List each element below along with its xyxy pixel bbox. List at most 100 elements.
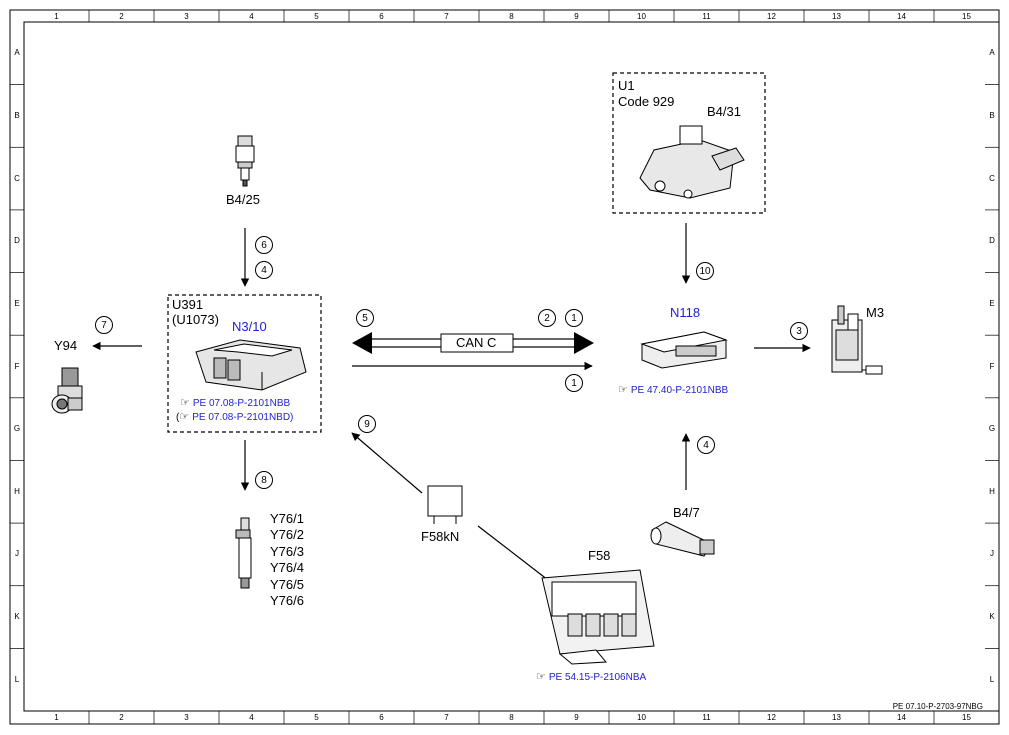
n3-10-label: N3/10 (232, 319, 267, 334)
n3-10-reference-1[interactable]: ☞PE 07.08-P-2101NBB (180, 398, 290, 409)
line-f58kn-to-f58 (477, 525, 549, 581)
drawing-frame (9, 9, 1000, 725)
grid-column-label: 4 (249, 12, 254, 21)
grid-column-label: 11 (702, 12, 711, 21)
connection-lines (92, 223, 811, 581)
grid-column-label: 2 (119, 713, 124, 722)
b4-25-sensor-icon (235, 135, 255, 187)
n3-10-reference-2-text: PE 07.08-P-2101NBD) (192, 412, 294, 423)
b4-7-label: B4/7 (673, 505, 700, 520)
can-c-label: CAN C (456, 335, 497, 350)
signal-4-marker: 4 (697, 436, 715, 454)
signal-4-marker: 4 (255, 261, 273, 279)
grid-column-label: 12 (767, 713, 776, 722)
can-c-bus (352, 332, 594, 354)
f58-reference[interactable]: ☞PE 54.15-P-2106NBA (536, 672, 646, 683)
grid-column-label: 11 (702, 713, 711, 722)
n3-10-reference-1-text: PE 07.08-P-2101NBB (192, 398, 291, 409)
grid-row-label: F (14, 361, 20, 371)
grid-column-label: 5 (314, 713, 319, 722)
grid-column-label: 1 (54, 713, 59, 722)
signal-1-marker: 1 (565, 374, 583, 392)
grid-row-label: C (14, 173, 20, 183)
signal-1-marker: 1 (565, 309, 583, 327)
u391-label: U391 (172, 297, 204, 312)
m3-pump-icon (831, 305, 883, 375)
grid-column-label: 7 (444, 12, 449, 21)
reference-hand-icon: ☞ (536, 671, 546, 683)
y76-label: Y76/4 (270, 560, 304, 575)
grid-row-label: K (14, 612, 20, 622)
grid-row-label: D (989, 236, 995, 246)
grid-column-label: 10 (637, 12, 646, 21)
f58kn-label: F58kN (421, 529, 460, 544)
grid-column-label: 2 (119, 12, 124, 21)
grid-ticks (10, 10, 999, 724)
b4-31-label: B4/31 (707, 104, 741, 119)
n118-label: N118 (670, 305, 701, 320)
grid-row-label: L (14, 674, 20, 684)
grid-row-label: H (989, 486, 995, 496)
f58-label: F58 (588, 548, 611, 563)
b4-7-sensor-icon (650, 521, 715, 557)
grid-row-label: E (989, 298, 995, 308)
grid-column-label: 5 (314, 12, 319, 21)
u1-dashed-box (612, 72, 766, 214)
y76-label: Y76/1 (270, 511, 304, 526)
grid-column-label: 14 (897, 12, 906, 21)
grid-column-label: 9 (574, 713, 579, 722)
signal-8-marker: 8 (255, 471, 273, 489)
grid-row-label: H (14, 486, 20, 496)
reference-hand-icon: ☞ (180, 397, 190, 409)
signal-7-marker: 7 (95, 316, 113, 334)
grid-row-label: A (14, 48, 20, 58)
f58-reference-text: PE 54.15-P-2106NBA (548, 672, 647, 683)
grid-column-label: 3 (184, 713, 189, 722)
signal-5-marker: 5 (356, 309, 374, 327)
y76-label: Y76/2 (270, 527, 304, 542)
n3-10-ecu-icon (195, 339, 307, 391)
grid-row-label: E (14, 298, 20, 308)
grid-column-label: 13 (832, 713, 841, 722)
signal-2-marker: 2 (538, 309, 556, 327)
grid-column-label: 1 (54, 12, 59, 21)
n118-reference[interactable]: ☞PE 47.40-P-2101NBB (618, 385, 728, 396)
grid-row-label: B (989, 110, 995, 120)
n3-10-dashed-box (167, 294, 322, 433)
f58-fuse-box-icon (541, 569, 655, 665)
y76-injector-icon (235, 517, 252, 589)
grid-column-label: 10 (637, 713, 646, 722)
signal-10-marker: 10 (696, 262, 714, 280)
grid-row-label: G (13, 424, 21, 434)
grid-row-label: D (14, 236, 20, 246)
grid-row-label: C (989, 173, 995, 183)
y76-label: Y76/6 (270, 593, 304, 608)
grid-column-label: 13 (832, 12, 841, 21)
n118-unit-icon (640, 331, 728, 369)
m3-label: M3 (866, 305, 885, 320)
u1-label: U1 (618, 78, 635, 93)
signal-9-marker: 9 (358, 415, 376, 433)
grid-column-label: 14 (897, 713, 906, 722)
signal-6-marker: 6 (255, 236, 273, 254)
b4-31-sensor-icon (639, 125, 745, 199)
grid-column-label: 6 (379, 12, 384, 21)
grid-column-label: 15 (962, 713, 971, 722)
grid-row-label: L (989, 674, 995, 684)
grid-column-label: 8 (509, 713, 514, 722)
grid-row-label: J (990, 549, 994, 559)
grid-column-label: 8 (509, 12, 514, 21)
grid-column-label: 12 (767, 12, 776, 21)
line-f58kn-to-n3-10 (351, 432, 423, 494)
grid-row-label: K (989, 612, 995, 622)
signal-3-marker: 3 (790, 322, 808, 340)
grid-column-label: 4 (249, 713, 254, 722)
grid-row-label: J (15, 549, 19, 559)
grid-row-label: G (988, 424, 996, 434)
grid-column-label: 6 (379, 713, 384, 722)
code-929-label: Code 929 (618, 94, 675, 109)
n3-10-reference-2[interactable]: (☞PE 07.08-P-2101NBD) (176, 412, 293, 423)
n118-reference-text: PE 47.40-P-2101NBB (630, 385, 729, 396)
